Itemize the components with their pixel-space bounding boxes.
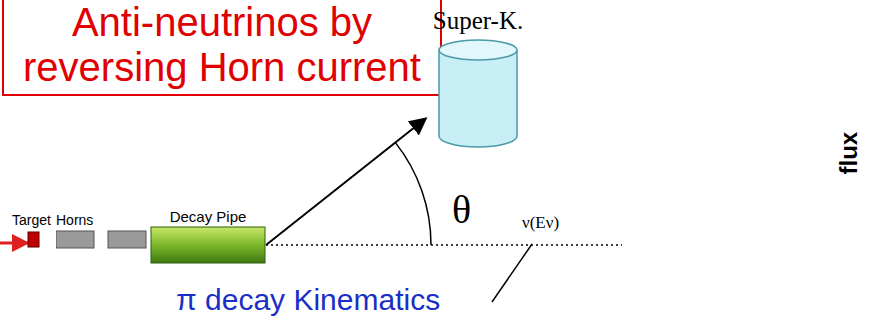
node-label: Horns	[56, 212, 148, 229]
target-node: Target	[12, 212, 58, 251]
title-box: Anti-neutrinos by reversing Horn current	[2, 0, 442, 96]
cylinder-body	[439, 50, 517, 147]
detector-node: Super-K.	[428, 6, 528, 150]
angle-symbol: θ	[452, 188, 471, 232]
beam-axis	[266, 244, 622, 246]
horns-node: Horns	[56, 212, 148, 251]
target-symbol	[12, 229, 42, 251]
node-label: Target	[12, 212, 58, 229]
pipe-body	[151, 227, 265, 263]
horn-symbols	[56, 229, 148, 251]
node-label: Super-K.	[428, 6, 528, 36]
decay-pipe-node: Decay Pipe	[150, 208, 266, 264]
horn-1	[56, 231, 94, 248]
detector-cylinder	[437, 38, 519, 150]
node-label: Decay Pipe	[150, 208, 266, 226]
angle-arc	[395, 143, 431, 245]
neutrino-line	[492, 244, 532, 302]
kinematics-heading: π decay Kinematics	[176, 283, 440, 316]
target-block	[28, 232, 39, 247]
horn-2	[108, 231, 146, 248]
decay-pipe	[150, 226, 266, 264]
cylinder-top	[439, 40, 517, 60]
node-label: Anti-neutrinos by reversing Horn current	[10, 0, 434, 90]
connector	[266, 118, 426, 245]
neutrino-energy-label: ν(Eν)	[522, 214, 559, 233]
proton-beam	[0, 242, 28, 245]
axis-title: flux	[836, 132, 862, 175]
